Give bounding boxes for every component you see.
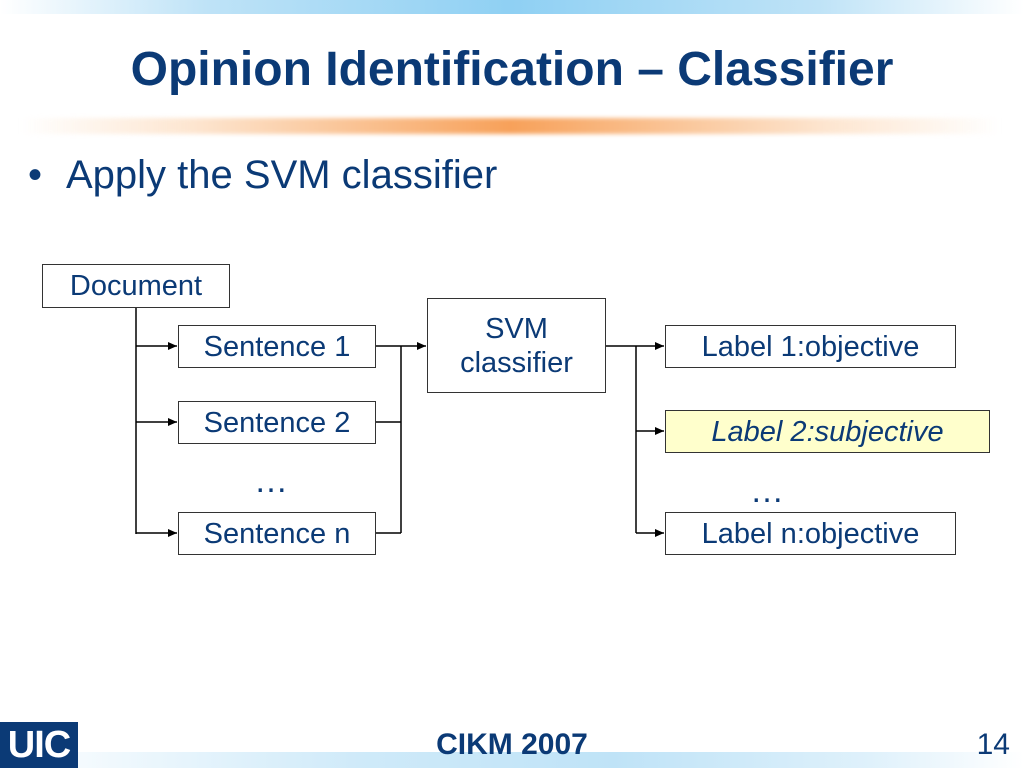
sentence-ellipsis: … [254,462,292,500]
document-box: Document [42,264,230,308]
svm-classifier-box: SVM classifier [427,298,606,393]
top-decor-stripe [0,0,1024,14]
slide-title: Opinion Identification – Classifier [130,43,894,96]
bullet-marker: • [28,153,43,197]
sentence-1-box: Sentence 1 [178,325,376,368]
label-2-box: Label 2:subjective [665,410,990,453]
uic-logo: UIC [0,722,78,768]
label-1-box: Label 1:objective [665,325,956,368]
svm-classifier-line-1: SVM [485,312,548,345]
footer-conference: CIKM 2007 [436,728,588,761]
bullet-text: Apply the SVM classifier [66,153,498,197]
label-n-box: Label n:objective [665,512,956,555]
bottom-decor-stripe [0,752,1024,768]
page-number: 14 [976,728,1010,761]
sentence-2-box: Sentence 2 [178,401,376,444]
bullet-item: • Apply the SVM classifier [28,150,497,200]
sentence-n-box: Sentence n [178,512,376,555]
label-ellipsis: … [750,472,788,510]
svm-classifier-line-2: classifier [460,346,573,379]
title-underline [20,118,1000,134]
